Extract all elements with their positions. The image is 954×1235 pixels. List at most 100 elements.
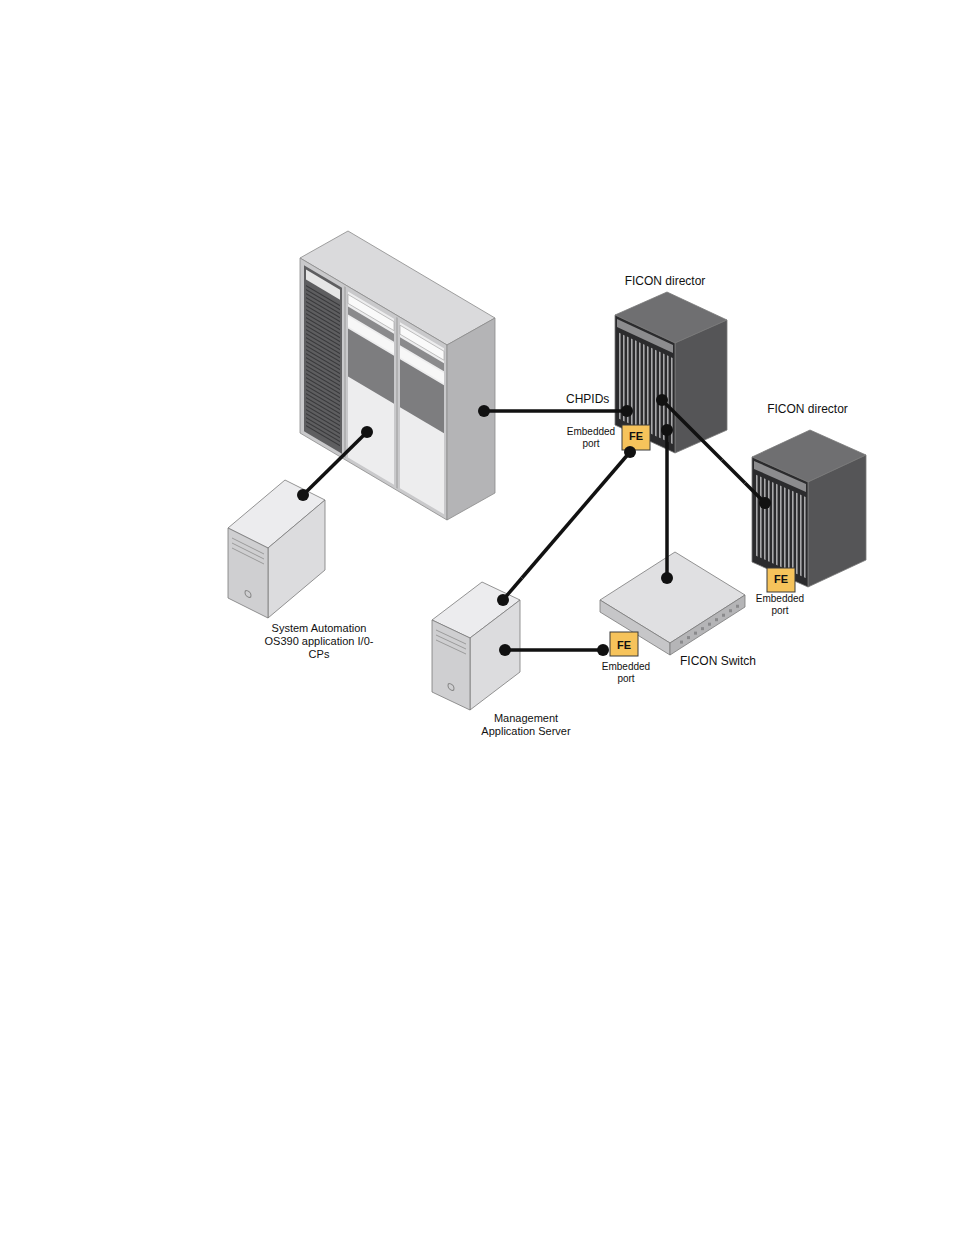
tower-front	[432, 620, 470, 710]
blade-slot	[784, 487, 786, 569]
text-slot: System Automation OS390 application I/0-…	[260, 622, 378, 662]
node-label: Embedded port	[562, 426, 620, 450]
embedded-port-box	[622, 425, 650, 450]
blade-slot	[760, 477, 762, 559]
door-band	[400, 359, 444, 433]
blade-slot	[772, 482, 774, 564]
node-label: FICON Switch	[680, 654, 766, 668]
blade-slot	[643, 344, 645, 431]
switch-port	[722, 614, 725, 617]
link-dot	[478, 405, 490, 417]
connector-stub	[505, 648, 582, 652]
grille-slat	[306, 298, 340, 318]
switch-top	[600, 552, 745, 643]
blade-slot	[788, 489, 790, 571]
port-tag: FE	[622, 430, 650, 443]
blade-slot	[796, 493, 798, 575]
panel-divider	[396, 317, 397, 488]
blade-slot	[667, 355, 669, 442]
grille-slat	[306, 338, 340, 358]
grille-slat	[306, 374, 340, 394]
text-slot: FE	[767, 573, 795, 586]
grille-slat	[306, 402, 340, 422]
blade-slot	[639, 342, 641, 429]
grille-slat	[306, 326, 340, 346]
grille-slat	[306, 390, 340, 410]
face-detail	[436, 630, 466, 697]
node-label: Management Application Server	[470, 712, 582, 738]
tower-front	[228, 528, 268, 618]
grille-slat	[306, 302, 340, 322]
text-slot: Embedded port	[752, 593, 808, 617]
shape-group	[615, 292, 727, 453]
connector	[582, 648, 598, 652]
switch-port	[729, 609, 732, 612]
link-dot	[361, 426, 373, 438]
edge-layer	[497, 394, 771, 656]
blade-slot	[800, 494, 802, 576]
switch-port	[715, 618, 718, 621]
blade-slot	[663, 353, 665, 440]
link-dot	[661, 572, 673, 584]
grille-slat	[306, 354, 340, 374]
blade-slot	[756, 475, 758, 557]
node-label: Embedded port	[598, 661, 654, 685]
grille-slat	[306, 410, 340, 430]
node-label: System Automation OS390 application I/0-…	[260, 622, 378, 662]
grille-slat	[306, 342, 340, 362]
director-side	[675, 320, 727, 453]
blade-slot	[764, 478, 766, 560]
blade-slot	[651, 348, 653, 435]
embedded-port-box	[767, 568, 795, 592]
cabinet-panels	[304, 262, 444, 516]
vent-column	[304, 265, 342, 453]
tower-side	[268, 500, 325, 618]
panel-divider	[344, 287, 345, 458]
text-slot: Management Application Server	[470, 712, 582, 738]
text-slot: FE	[622, 430, 650, 443]
grille-slat	[306, 366, 340, 386]
text-slot: Embedded port	[562, 426, 620, 450]
fe-node: FE Embedded port	[752, 566, 808, 619]
switch-port	[687, 636, 690, 639]
blade-slot	[619, 333, 621, 420]
grille-slat	[306, 418, 340, 438]
blade-slot	[655, 350, 657, 437]
grille-slat	[306, 286, 340, 306]
director-band	[617, 319, 673, 353]
grille-slat	[306, 318, 340, 338]
director-node: FICON directorFE Embedded port	[745, 398, 870, 620]
shape-group	[432, 582, 520, 710]
blade-slot	[671, 357, 673, 444]
blade-slot	[804, 496, 806, 578]
text-slot: FE	[610, 639, 638, 652]
door-panel	[348, 291, 394, 484]
vent-grille	[306, 286, 340, 446]
node-label: FICON director	[750, 402, 865, 416]
embedded-port-box	[610, 632, 638, 656]
channel-label: CHPIDs	[566, 392, 618, 406]
console-link	[303, 432, 367, 495]
switch-port	[736, 605, 739, 608]
grille-slat	[306, 334, 340, 354]
channel-link	[484, 409, 627, 413]
blade-slot	[623, 335, 625, 422]
link-dot	[497, 594, 509, 606]
tower-node: System Automation OS390 application I/0-…	[226, 476, 378, 664]
blade-slot	[635, 340, 637, 427]
director-side	[808, 455, 866, 587]
fe-node: FEEmbedded port	[562, 423, 652, 455]
grille-slat	[306, 414, 340, 434]
switch-side	[670, 595, 745, 655]
text-slot: CHPIDs	[566, 392, 618, 406]
node-label: FICON director	[600, 274, 730, 288]
grille-slat	[306, 310, 340, 330]
grille-slat	[306, 382, 340, 402]
blade-slot	[792, 491, 794, 573]
mainframe-cabinet	[300, 231, 495, 520]
switch-port	[708, 623, 711, 626]
grille-slat	[306, 358, 340, 378]
blade-slot	[780, 486, 782, 568]
